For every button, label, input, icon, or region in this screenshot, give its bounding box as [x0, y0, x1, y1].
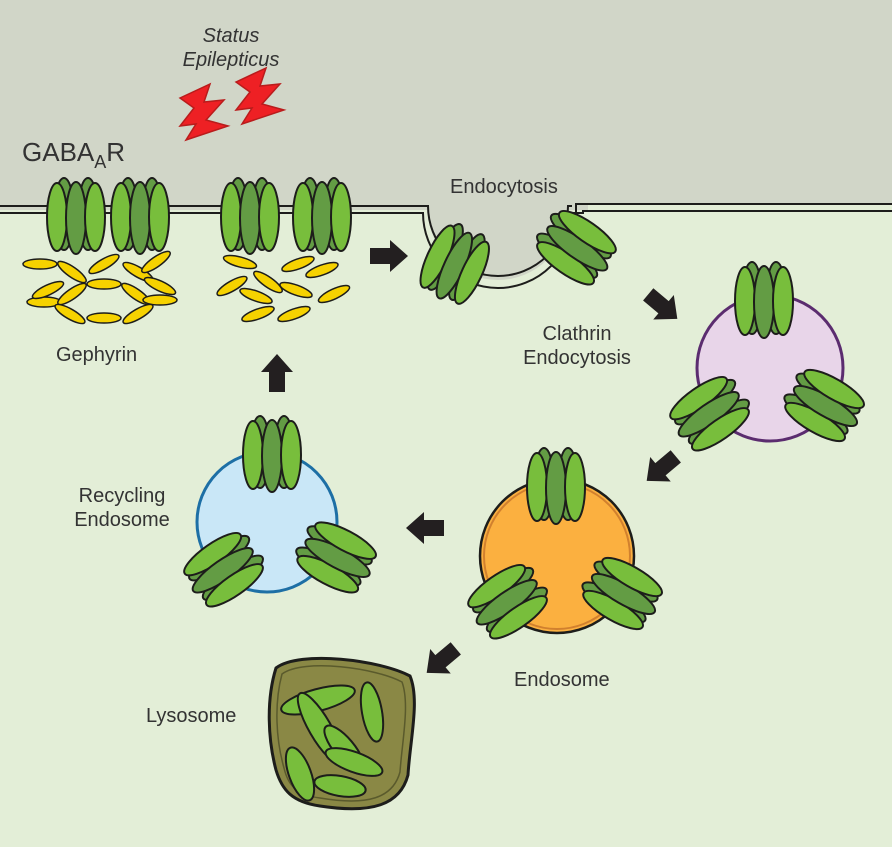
clathrin-line-1: Clathrin	[542, 323, 612, 345]
diagram-shape	[284, 746, 316, 802]
receptor-membrane-3	[220, 177, 280, 255]
endosome-label: Endosome	[514, 669, 610, 691]
gephyrin-mark	[86, 278, 122, 290]
gephyrin-label: Gephyrin	[56, 344, 138, 366]
recycling-line-1: Recycling	[78, 485, 166, 507]
clathrin-endocytosis-label: Clathrin Endocytosis	[512, 322, 642, 370]
diagram-shape	[324, 747, 384, 777]
receptor-membrane-1	[46, 177, 106, 255]
lysosome-contents	[280, 681, 385, 802]
clathrin-line-2: Endocytosis	[523, 347, 631, 369]
gaba-a-receptor-label: GABAAR	[22, 137, 126, 174]
status-line-2: Epilepticus	[182, 49, 280, 71]
status-line-1: Status	[202, 25, 260, 47]
diagram-shape	[276, 665, 407, 802]
diagram-shape	[359, 681, 385, 743]
gaba-sub-text: A	[94, 152, 107, 172]
receptor-membrane-4	[292, 177, 352, 255]
endocytosis-label: Endocytosis	[450, 176, 558, 198]
recycling-line-2: Endosome	[74, 509, 170, 531]
gephyrin-mark	[22, 258, 58, 270]
recycling-endosome-label: Recycling Endosome	[62, 484, 182, 532]
receptor-membrane-2	[110, 177, 170, 255]
gephyrin-mark	[86, 312, 122, 324]
diagram-shape	[313, 774, 367, 798]
gaba-main-text: GABA	[22, 137, 95, 167]
receptor-icon	[526, 447, 586, 525]
receptor-icon	[242, 415, 302, 493]
gaba-end-text: R	[106, 137, 126, 167]
gephyrin-mark	[142, 294, 178, 306]
lysosome-label: Lysosome	[146, 705, 237, 727]
status-epilepticus-label: Status Epilepticus	[176, 24, 286, 72]
receptor-icon	[734, 261, 794, 339]
